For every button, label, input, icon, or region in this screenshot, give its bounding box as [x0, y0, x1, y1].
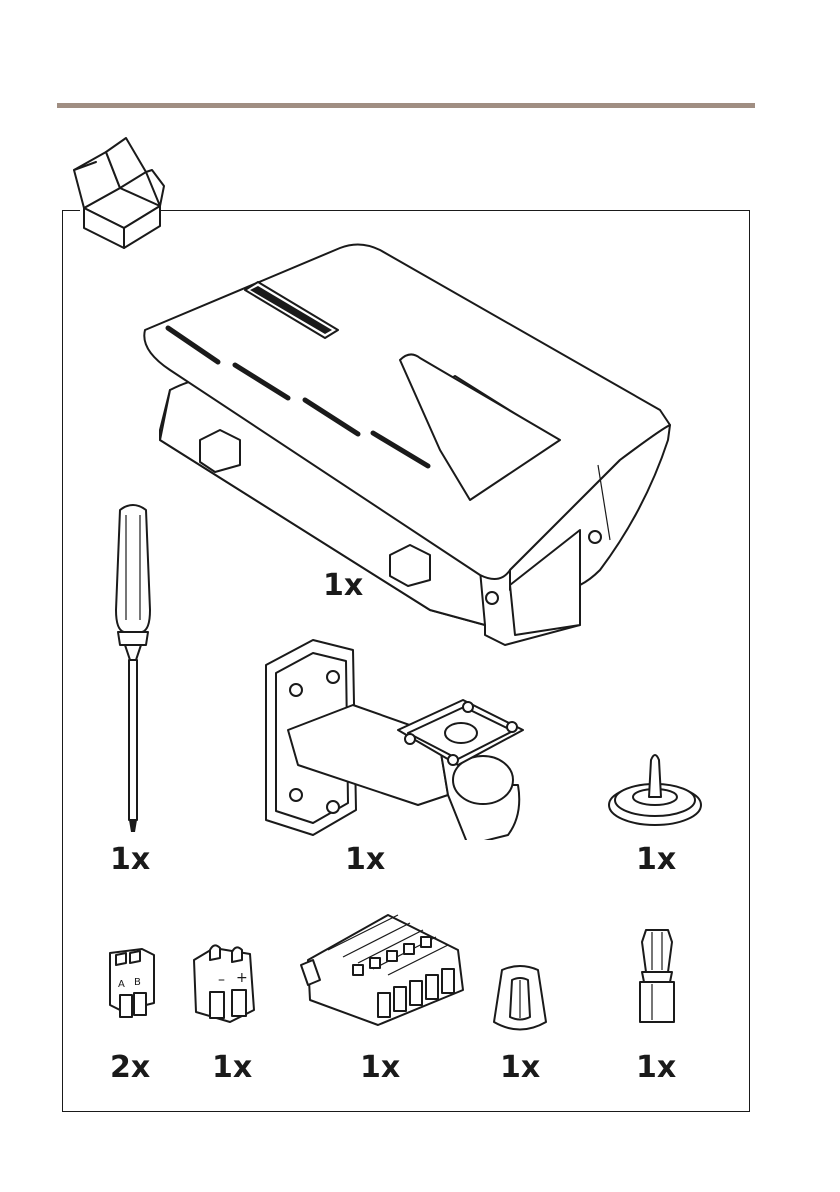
2-pin-connector-illustration: A B: [102, 945, 164, 1025]
cable-gasket-illustration: [605, 745, 705, 830]
open-box-icon: [66, 130, 168, 250]
wall-bracket-qty: 1x: [345, 844, 385, 876]
housing-qty: 1x: [323, 570, 363, 602]
svg-text:–: –: [218, 972, 225, 988]
i-o-connector-illustration: [298, 905, 468, 1030]
power-connector-illustration: – +: [188, 940, 268, 1030]
wall-bracket-illustration: [258, 635, 558, 840]
screwdriver-illustration: [98, 500, 168, 840]
housing-illustration: [140, 240, 680, 660]
i-o-connector-qty: 1x: [360, 1052, 400, 1084]
torx-bit-qty: 1x: [636, 1052, 676, 1084]
screwdriver-qty: 1x: [110, 844, 150, 876]
power-connector-qty: 1x: [212, 1052, 252, 1084]
svg-text:A: A: [118, 979, 125, 990]
2-pin-connector-qty: 2x: [110, 1052, 150, 1084]
svg-text:B: B: [134, 977, 141, 988]
top-rule: [57, 103, 755, 108]
svg-text:+: +: [236, 970, 248, 986]
cable-clip-qty: 1x: [500, 1052, 540, 1084]
cable-clip-illustration: [490, 962, 550, 1042]
cable-gasket-qty: 1x: [636, 844, 676, 876]
torx-bit-illustration: [632, 922, 682, 1032]
